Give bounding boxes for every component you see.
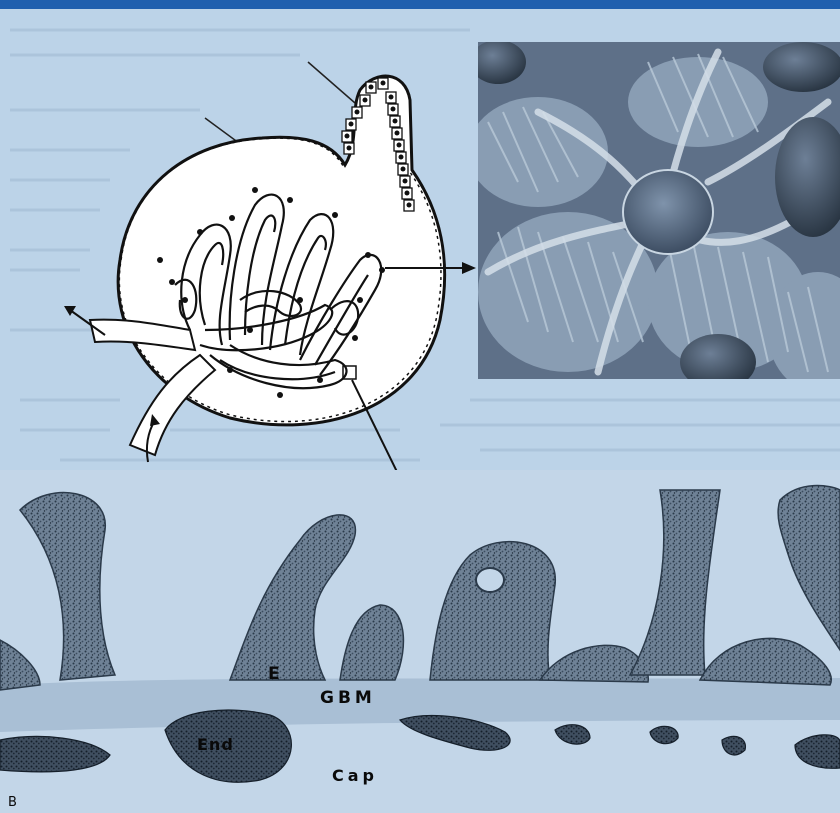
label-gbm: GBM (320, 688, 376, 708)
tem-filtration-barrier-micrograph (0, 470, 840, 813)
label-epithelium: E (268, 664, 283, 684)
label-capillary: Cap (332, 766, 378, 785)
panel-label: B (8, 795, 17, 810)
glomerulus-schematic (0, 0, 480, 480)
sem-podocyte-micrograph (478, 42, 840, 379)
label-endothelium: End (197, 735, 234, 754)
